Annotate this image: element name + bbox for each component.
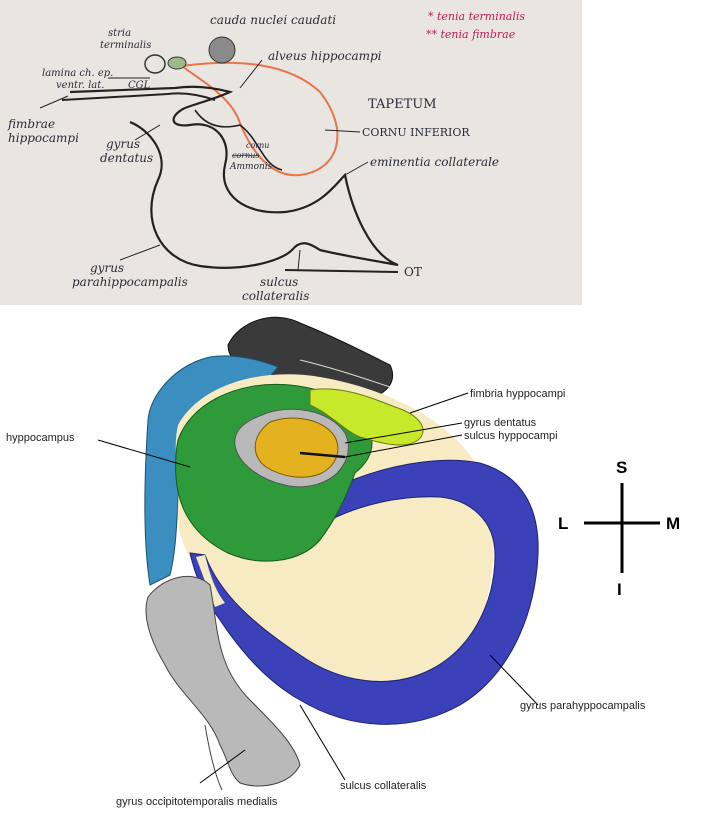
colored-diagram-svg: fimbria hyppocampi gyrus dentatus sulcus… xyxy=(6,316,680,808)
orientation-compass: S I L M xyxy=(558,458,680,599)
label-sulcus-coll-2: collateralis xyxy=(242,289,309,303)
compass-inferior: I xyxy=(617,580,622,599)
gyrus-para-pointer xyxy=(119,244,161,261)
compass-lateral: L xyxy=(558,514,568,533)
sulcus-gap-shape xyxy=(196,555,225,607)
eminentia-pointer xyxy=(344,161,369,176)
label-gyrus-parahippocampalis: gyrus parahyppocampalis xyxy=(520,700,646,712)
gyrus-dentatus-shape xyxy=(254,417,339,478)
sulcus-coll-pointer xyxy=(297,249,301,271)
gyrus-occipitotemporalis-shape xyxy=(145,576,301,787)
sulcus-coll-leader xyxy=(299,704,346,781)
sulcus-hippocampi-leader xyxy=(344,434,463,458)
label-stria-2: terminalis xyxy=(100,40,151,51)
fimbria-outline xyxy=(69,85,234,110)
caudate-nucleus-shape xyxy=(208,36,236,64)
label-cornu-inferior: CORNU INFERIOR xyxy=(362,126,470,139)
hand-sketch-panel: cauda nuclei caudati stria terminalis la… xyxy=(0,0,582,305)
label-lamina-2: ventr. lat. xyxy=(56,80,104,91)
sulcus-hippocampi-line xyxy=(299,451,346,459)
label-cornu-ammonis-2: cornus xyxy=(232,151,260,160)
label-sulcus-hippocampi: sulcus hyppocampi xyxy=(464,430,558,442)
label-hippocampus: hyppocampus xyxy=(6,432,75,444)
colored-diagram-panel: fimbria hyppocampi gyrus dentatus sulcus… xyxy=(0,305,716,828)
label-tapetum: TAPETUM xyxy=(368,97,437,112)
occipito-edge-line xyxy=(204,724,223,791)
hippocampal-outline xyxy=(129,107,399,269)
label-eminentia: eminentia collaterale xyxy=(370,155,499,169)
label-fimbria-hippocampi: fimbria hyppocampi xyxy=(470,388,565,400)
compass-superior: S xyxy=(616,458,627,477)
label-gyrus-occipitotemporalis: gyrus occipitotemporalis medialis xyxy=(116,796,278,808)
label-alveus: alveus hippocampi xyxy=(268,49,382,63)
label-gyrus-para-2: parahippocampalis xyxy=(72,275,188,289)
label-lamina-1: lamina ch. ep. xyxy=(42,68,113,79)
label-ot: OT xyxy=(404,265,422,279)
ventricle-outline xyxy=(179,61,339,177)
label-cgl: CGL xyxy=(128,80,151,91)
label-sulcus-coll-1: sulcus xyxy=(260,275,298,289)
label-fimbriae-1: fimbrae xyxy=(7,117,55,131)
legend-item-2: ** tenia fimbrae xyxy=(426,28,516,41)
label-gyrus-dentatus: gyrus dentatus xyxy=(464,417,537,429)
label-sulcus-collateralis: sulcus collateralis xyxy=(340,780,427,792)
occipito-leader xyxy=(199,749,246,784)
cornu-pointer xyxy=(324,129,361,133)
gyrus-dentatus-leader xyxy=(344,422,463,444)
hand-sketch-svg: cauda nuclei caudati stria terminalis la… xyxy=(7,10,525,303)
label-gyrus-dentatus-1: gyrus xyxy=(106,137,140,151)
label-gyrus-para-1: gyrus xyxy=(90,261,124,275)
fimbria-leader xyxy=(409,392,469,414)
gyrus-dentatus-pointer xyxy=(134,124,161,141)
label-cauda: cauda nuclei caudati xyxy=(210,13,336,27)
label-gyrus-dentatus-2: dentatus xyxy=(100,151,153,165)
fimbria-shape xyxy=(309,388,424,446)
alveus-pointer xyxy=(239,59,263,89)
lamina-circle xyxy=(144,54,166,74)
label-cornu-ammonis-3: Ammonis xyxy=(229,162,273,172)
stria-shape xyxy=(167,56,187,70)
label-cornu-ammonis-1: cornu xyxy=(246,141,269,150)
compass-medial: M xyxy=(666,514,680,533)
label-fimbriae-2: hippocampi xyxy=(8,131,79,145)
cap-hatch-line xyxy=(299,359,391,388)
fimbria-outline-lower xyxy=(61,92,216,101)
legend-item-1: * tenia terminalis xyxy=(428,10,525,23)
fimbriae-pointer xyxy=(39,95,69,109)
ot-line xyxy=(284,269,399,273)
gyrus-para-leader xyxy=(489,654,539,706)
cornu-ammonis-outline xyxy=(194,109,283,171)
hippocampus-leader xyxy=(97,439,191,468)
label-stria-1: stria xyxy=(108,28,131,39)
